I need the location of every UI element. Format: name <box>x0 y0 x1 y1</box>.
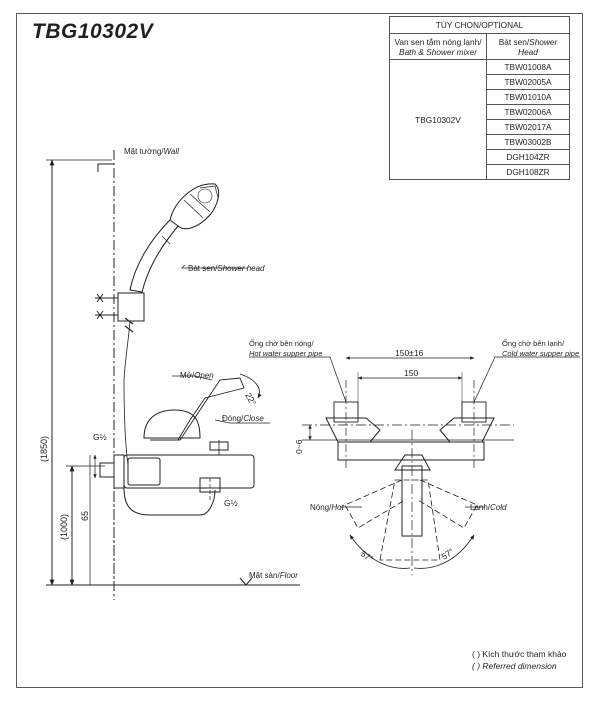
shower-head-label: Bát sen/Shower head <box>188 264 265 273</box>
floor-mark <box>239 577 253 586</box>
dim-150-text: 150 <box>404 368 418 378</box>
col-showerhead-header: Bát sen/Shower Head <box>486 33 570 60</box>
cold-pipe-label: Ống chờ bên lạnh/ <box>502 338 565 348</box>
close-label: Đóng/Close <box>222 414 264 423</box>
dim-1000-text: (1000) <box>59 514 69 540</box>
wall-label: Mặt tường/Wall <box>124 147 179 156</box>
mixer-front-view <box>302 380 514 575</box>
cold-pipe-label-en: Cold water supper pipe <box>502 349 579 358</box>
shower-head-drawing <box>129 183 220 293</box>
dim-1850-text: (1850) <box>39 436 49 462</box>
cold-label: Lạnh/Cold <box>470 503 507 512</box>
hot-label: Nóng/Hot <box>310 503 345 512</box>
angle-22-arc <box>239 373 262 399</box>
g-half-label-1: G½ <box>93 432 107 442</box>
col-mixer-header: Van sen tắm nóng lạnh/ Bath & Shower mix… <box>389 33 487 60</box>
drawing-frame <box>16 13 583 688</box>
hot-pipe-label-en: Hot water supper pipe <box>249 349 322 358</box>
dim-150pm-text: 150±16 <box>395 348 424 358</box>
dim-65-text: 65 <box>80 511 90 521</box>
optional-table: TÙY CHỌN/OPTIONAL Van sen tắm nóng lạnh/… <box>389 16 570 180</box>
angle-57-left: 57° <box>359 548 375 564</box>
hot-pipe-label: Ống chờ bên nóng/ <box>249 338 314 348</box>
floor-label: Mặt sàn/Floor <box>249 571 298 580</box>
angle-22-text: 22° <box>243 391 258 407</box>
reference-note: ( ) Kích thước tham khảo ( ) Referred di… <box>472 649 567 671</box>
mixer-model-cell: TBG10302V <box>389 59 487 180</box>
wall-leader <box>97 163 114 172</box>
angle-57-right: 57° <box>439 546 455 562</box>
open-label: Mở/Open <box>180 371 214 380</box>
model-title: TBG10302V <box>32 20 154 43</box>
g-half-label-2: G½ <box>224 498 238 508</box>
wall-bracket <box>95 292 145 322</box>
mixer-side-view <box>99 377 255 516</box>
dim-0-6-text: 0~6 <box>294 439 304 454</box>
shower-hose <box>123 320 131 466</box>
shower-head-cell: DGH108ZR <box>486 164 570 180</box>
